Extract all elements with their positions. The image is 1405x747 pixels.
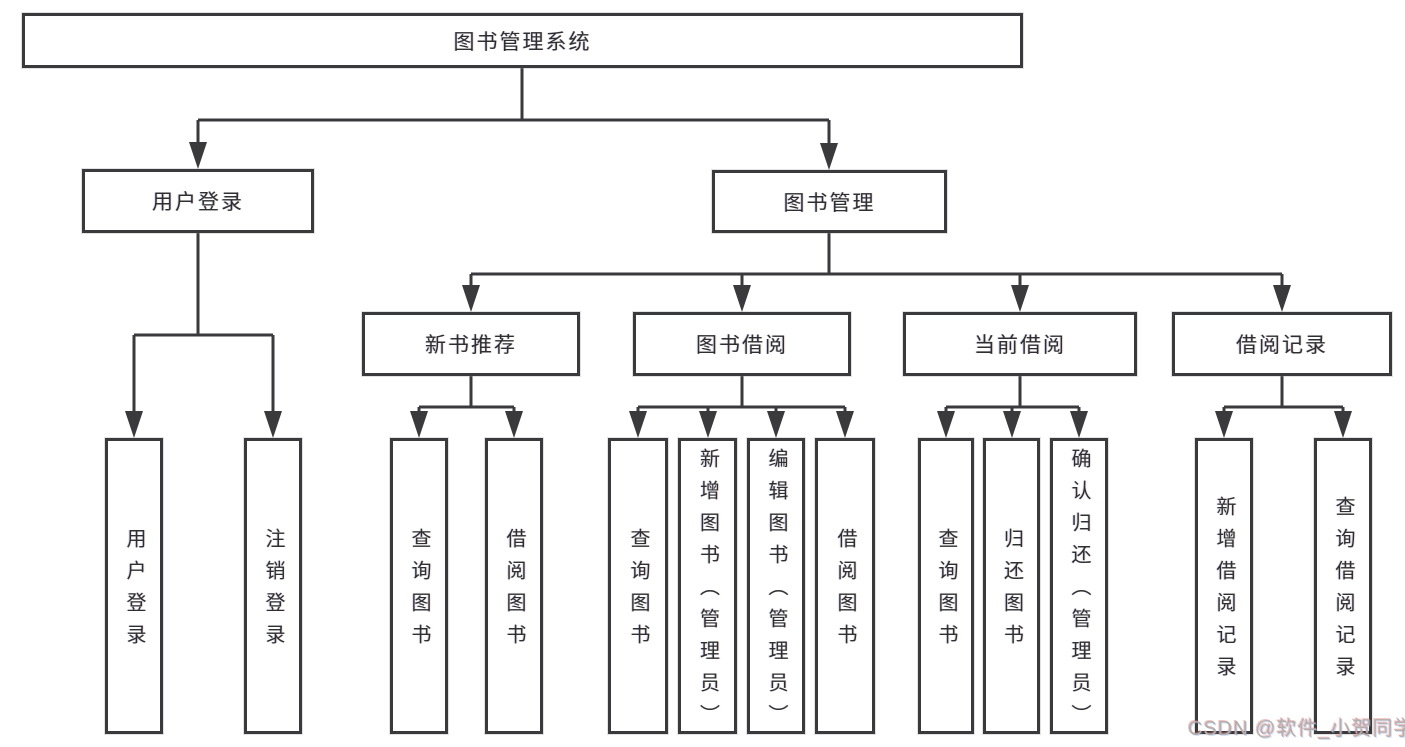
leaf-borrow-books-recommend: 借阅图书: [485, 438, 543, 734]
watermark-text: CSDN @软件_小贺同学: [1188, 718, 1405, 740]
leaf-query-books-borrow-label: 查询图书: [627, 528, 649, 656]
node-borrow-records: 借阅记录: [1172, 312, 1392, 376]
leaf-logout: 注销登录: [244, 438, 302, 734]
leaf-edit-book-admin: 编辑图书（管理员）: [747, 438, 805, 736]
leaf-query-books-borrow: 查询图书: [608, 438, 668, 734]
leaf-query-borrow-record: 查询借阅记录: [1314, 438, 1372, 734]
leaf-add-borrow-record: 新增借阅记录: [1195, 438, 1253, 734]
node-user-login: 用户登录: [82, 169, 314, 233]
leaf-return-book: 归还图书: [983, 438, 1040, 734]
node-current-borrow-label: 当前借阅: [974, 334, 1066, 357]
connector-borrow-records: [1222, 376, 1345, 416]
leaf-edit-book-admin-label: 编辑图书（管理员）: [765, 448, 787, 736]
node-new-book-recommend: 新书推荐: [362, 312, 580, 376]
node-borrow-records-label: 借阅记录: [1236, 334, 1328, 357]
leaf-add-book-admin-label: 新增图书（管理员）: [696, 448, 719, 736]
node-root-label: 图书管理系统: [453, 30, 592, 54]
node-book-management-label: 图书管理: [783, 191, 876, 215]
node-book-borrow: 图书借阅: [633, 312, 851, 376]
connector-new-book-recommend: [417, 376, 516, 416]
leaf-logout-label: 注销登录: [262, 528, 284, 656]
node-new-book-recommend-label: 新书推荐: [425, 334, 517, 357]
leaf-add-borrow-record-label: 新增借阅记录: [1213, 496, 1235, 688]
node-user-login-label: 用户登录: [152, 191, 244, 214]
node-book-borrow-label: 图书借阅: [696, 334, 788, 357]
node-book-management: 图书管理: [712, 170, 947, 233]
node-current-borrow: 当前借阅: [903, 312, 1137, 376]
leaf-query-books-recommend: 查询图书: [390, 438, 448, 734]
leaf-user-login: 用户登录: [105, 438, 163, 734]
node-root: 图书管理系统: [22, 13, 1023, 68]
leaf-borrow-books-recommend-label: 借阅图书: [503, 528, 525, 656]
leaf-query-borrow-record-label: 查询借阅记录: [1332, 496, 1354, 688]
connector-book-management: [469, 233, 1284, 290]
leaf-user-login-label: 用户登录: [123, 528, 145, 656]
connector-user-login: [132, 233, 275, 416]
leaf-add-book-admin: 新增图书（管理员）: [678, 438, 737, 736]
leaf-return-book-label: 归还图书: [1000, 528, 1023, 656]
leaf-query-books-current-label: 查询图书: [935, 528, 957, 656]
arrowheads: [125, 142, 1352, 438]
leaf-confirm-return-admin-label: 确认归还（管理员）: [1068, 448, 1090, 736]
leaf-confirm-return-admin: 确认归还（管理员）: [1050, 438, 1108, 736]
leaf-query-books-recommend-label: 查询图书: [408, 528, 430, 656]
connector-book-borrow: [636, 376, 847, 416]
connector-current-borrow: [944, 376, 1081, 416]
connector-root: [196, 68, 831, 148]
leaf-borrow-books-borrow: 借阅图书: [815, 438, 875, 734]
leaf-borrow-books-borrow-label: 借阅图书: [834, 528, 856, 656]
leaf-query-books-current: 查询图书: [918, 438, 974, 734]
